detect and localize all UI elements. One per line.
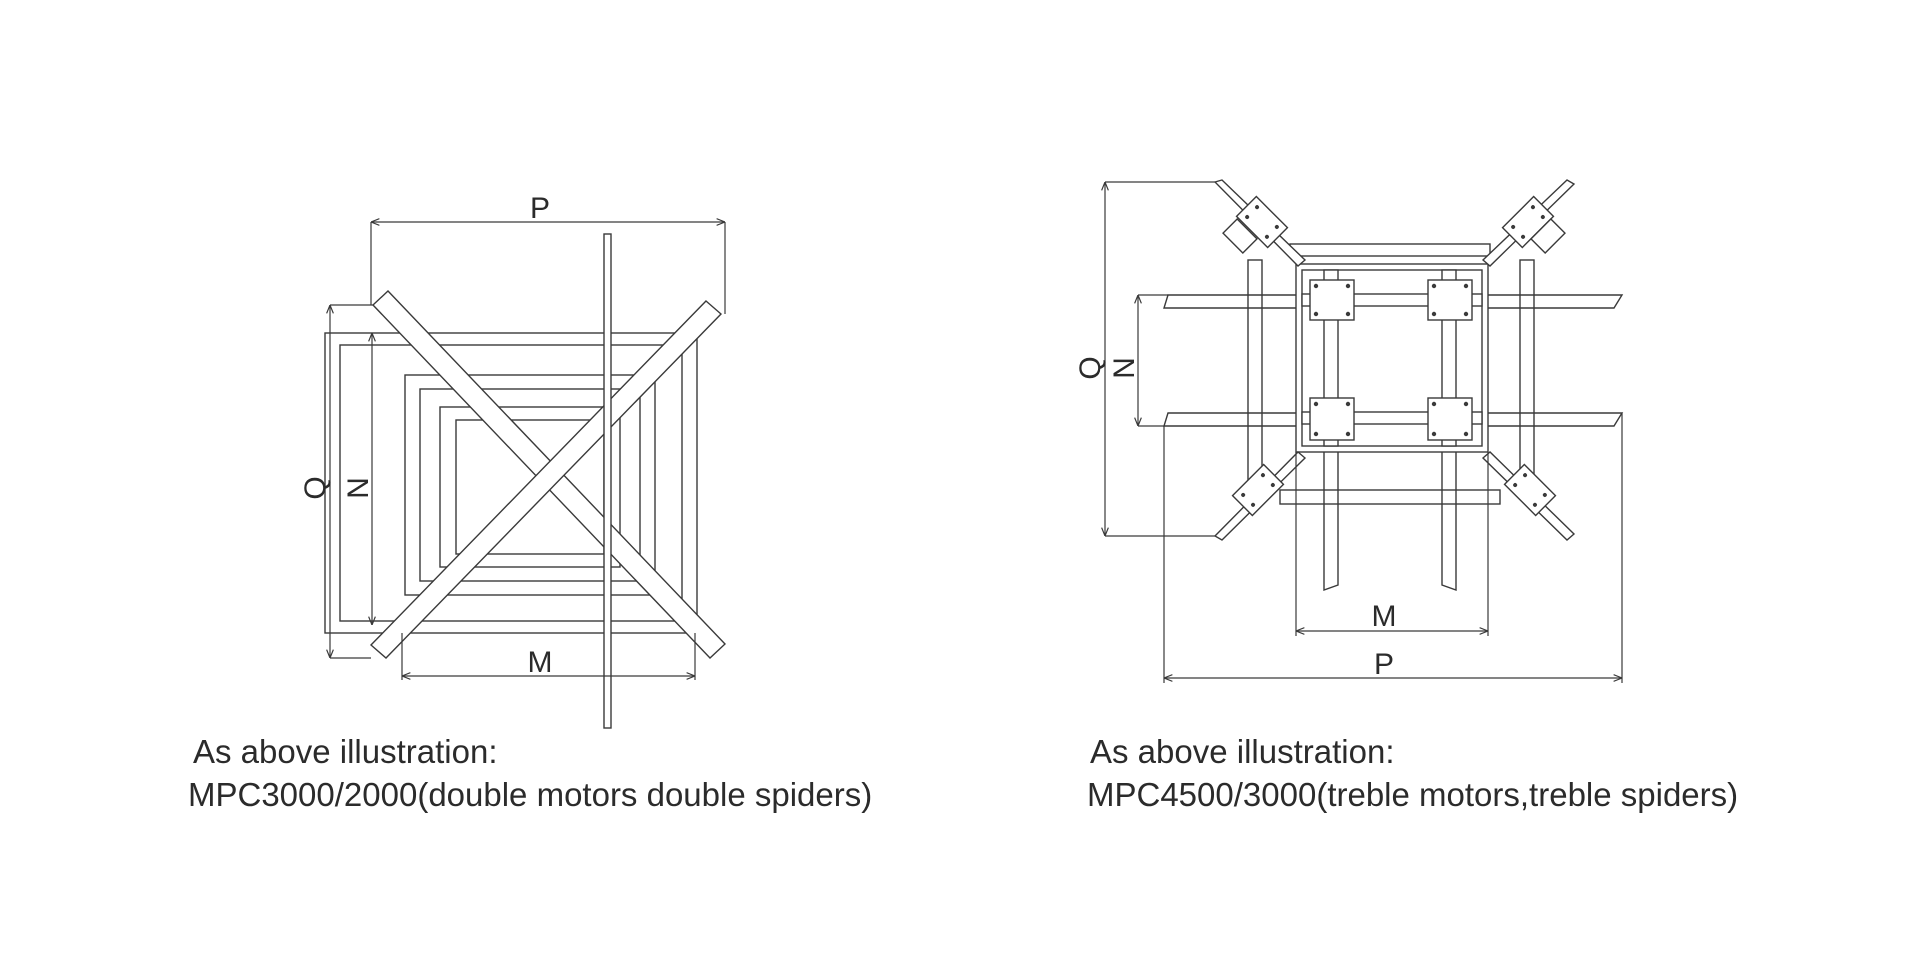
left-label-m: M bbox=[528, 646, 553, 679]
right-bracket-br bbox=[1503, 463, 1557, 517]
left-frame-outer bbox=[324, 332, 698, 634]
right-caption-line1: As above illustration: bbox=[1090, 733, 1395, 770]
right-spider-diagram: Q N M P bbox=[1074, 179, 1624, 683]
right-dim-q: Q bbox=[1074, 181, 1215, 537]
right-motor-plate-br bbox=[1427, 397, 1473, 441]
right-motor-plate-tl bbox=[1309, 279, 1355, 321]
right-motor-plate-tr bbox=[1427, 279, 1473, 321]
right-bracket-bl bbox=[1231, 463, 1285, 517]
right-label-n: N bbox=[1108, 357, 1141, 379]
left-spider-diagram: P Q N M bbox=[299, 192, 726, 729]
left-vertical-shaft bbox=[603, 233, 612, 729]
right-caption-line2: MPC4500/3000(treble motors,treble spider… bbox=[1087, 776, 1739, 813]
left-diagonal-arm-b bbox=[369, 300, 723, 659]
left-frame-middle bbox=[404, 374, 656, 596]
right-dim-p: P bbox=[1163, 413, 1623, 683]
right-motor-plate-bl bbox=[1309, 397, 1355, 441]
left-label-p: P bbox=[530, 192, 550, 225]
right-label-q: Q bbox=[1074, 356, 1107, 379]
right-bracket-tr-2 bbox=[1530, 218, 1566, 254]
left-dim-m: M bbox=[401, 633, 696, 680]
left-dim-n: N bbox=[342, 333, 375, 625]
right-label-m: M bbox=[1372, 600, 1397, 633]
left-dim-p: P bbox=[370, 192, 726, 314]
right-label-p: P bbox=[1374, 648, 1394, 681]
left-caption-line2: MPC3000/2000(double motors double spider… bbox=[188, 776, 873, 813]
right-bracket-tl bbox=[1235, 195, 1289, 249]
left-caption-line1: As above illustration: bbox=[193, 733, 498, 770]
left-dim-q: Q bbox=[299, 304, 373, 659]
left-label-n: N bbox=[342, 477, 375, 499]
right-dim-m: M bbox=[1295, 452, 1489, 636]
right-bracket-tl-2 bbox=[1222, 218, 1258, 254]
left-label-q: Q bbox=[299, 476, 332, 499]
right-dim-n: N bbox=[1108, 294, 1168, 427]
